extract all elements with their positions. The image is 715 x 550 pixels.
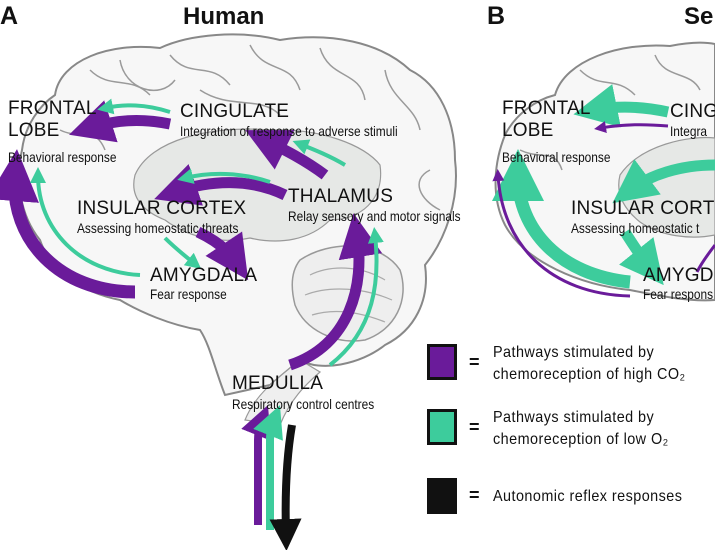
arrow-spinal-co2 bbox=[241, 405, 271, 525]
desc-frontal-lobe: Behavioral response bbox=[8, 149, 117, 165]
arrows-b bbox=[492, 84, 715, 298]
arrow-spinal-reflex bbox=[269, 424, 302, 550]
arrow-b-amygdala-to-frontal-o2 bbox=[492, 149, 631, 289]
desc-medulla: Respiratory control centres bbox=[232, 396, 375, 412]
legend-label-reflex: Autonomic reflex responses bbox=[493, 488, 683, 505]
arrow-cingulate-to-frontal-o2 bbox=[97, 98, 171, 115]
label-b-cingulate: CING bbox=[670, 101, 715, 122]
label-b-insular-cortex: INSULAR CORTE bbox=[571, 198, 715, 219]
label-amygdala: AMYGDALA bbox=[150, 265, 258, 286]
label-cingulate: CINGULATE bbox=[180, 101, 290, 122]
arrow-b-to-insular-o2 bbox=[612, 159, 715, 204]
arrow-b-to-amygdala-co2 bbox=[695, 244, 715, 273]
legend-equals-co2: = bbox=[469, 352, 480, 372]
label-b-frontal-lobe: FRONTAL LOBE bbox=[502, 98, 591, 141]
legend-equals-reflex: = bbox=[469, 485, 480, 505]
desc-amygdala: Fear response bbox=[150, 286, 227, 302]
label-thalamus: THALAMUS bbox=[288, 186, 394, 207]
label-frontal-lobe: FRONTAL LOBE bbox=[8, 98, 97, 141]
arrow-thalamus-to-cingulate-co2 bbox=[245, 130, 329, 180]
legend-swatch-reflex bbox=[427, 478, 457, 514]
arrow-spinal-o2 bbox=[253, 405, 283, 530]
label-insular-cortex: INSULAR CORTEX bbox=[77, 198, 247, 219]
panel-b-title: Se bbox=[684, 3, 714, 30]
label-medulla: MEDULLA bbox=[232, 373, 324, 394]
legend-equals-o2: = bbox=[469, 417, 480, 437]
arrow-b-cingulate-to-frontal-o2 bbox=[573, 84, 670, 128]
arrow-thalamus-to-insular-co2 bbox=[154, 164, 288, 206]
arrow-thalamus-to-insular-o2 bbox=[177, 168, 271, 184]
arrow-cingulate-to-frontal-co2 bbox=[69, 100, 172, 143]
panel-b-letter: B bbox=[487, 2, 506, 30]
arrows-a bbox=[0, 98, 384, 550]
desc-b-cingulate: Integra bbox=[670, 123, 708, 139]
arrow-amygdala-to-frontal-o2 bbox=[30, 167, 141, 277]
arrow-thalamus-to-cingulate-o2 bbox=[292, 139, 347, 167]
arrow-b-cingulate-to-frontal-co2 bbox=[594, 121, 669, 133]
legend-swatch-o2 bbox=[427, 409, 457, 445]
label-b-amygdala: AMYGD bbox=[643, 265, 714, 286]
desc-b-insular-cortex: Assessing homeostatic t bbox=[571, 220, 700, 236]
panel-a-letter: A bbox=[0, 2, 19, 30]
arrow-amygdala-to-frontal-co2 bbox=[0, 149, 136, 299]
panel-a-title: Human bbox=[183, 3, 265, 30]
legend-swatch-co2 bbox=[427, 344, 457, 380]
desc-insular-cortex: Assessing homeostatic threats bbox=[77, 220, 239, 236]
desc-b-frontal-lobe: Behavioral response bbox=[502, 149, 611, 165]
desc-b-amygdala: Fear respons bbox=[643, 286, 714, 302]
arrow-insular-to-amygdala-co2 bbox=[195, 227, 249, 281]
arrow-b-insular-to-amygdala-o2 bbox=[619, 229, 664, 286]
legend-label-o2: Pathways stimulated by chemoreception of… bbox=[493, 409, 669, 448]
arrow-medulla-to-thalamus-co2 bbox=[288, 213, 383, 371]
desc-cingulate: Integration of response to adverse stimu… bbox=[180, 123, 398, 139]
arrow-medulla-to-thalamus-o2 bbox=[328, 227, 384, 367]
desc-thalamus: Relay sensory and motor signals bbox=[288, 208, 461, 224]
arrow-b-amygdala-to-frontal-co2 bbox=[492, 169, 631, 298]
arrow-insular-to-amygdala-o2 bbox=[163, 236, 202, 269]
legend-label-co2: Pathways stimulated by chemoreception of… bbox=[493, 344, 686, 383]
